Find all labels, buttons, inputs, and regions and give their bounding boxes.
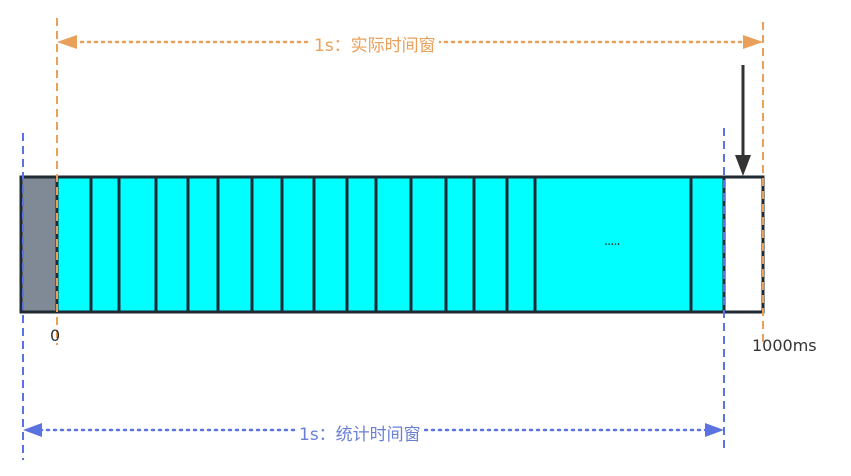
actual-window-arrowhead-right-icon [743, 35, 763, 49]
pointer-arrowhead-down-icon [735, 155, 751, 176]
stat-window-arrowhead-left-icon [23, 423, 42, 437]
new-slot [722, 175, 765, 314]
active-slots [55, 175, 726, 314]
slot-dividers [89, 177, 693, 312]
actual-window-arrowhead-left-icon [57, 35, 77, 49]
tick-end-label: 1000ms [752, 336, 817, 355]
expired-slot [19, 175, 59, 314]
actual-window-label: 1s：实际时间窗 [311, 31, 439, 56]
stat-window-label: 1s：统计时间窗 [296, 420, 424, 445]
ellipsis-indicator: ····· [604, 238, 621, 253]
stat-window-arrowhead-right-icon [705, 423, 724, 437]
tick-start-label: 0 [50, 326, 61, 345]
